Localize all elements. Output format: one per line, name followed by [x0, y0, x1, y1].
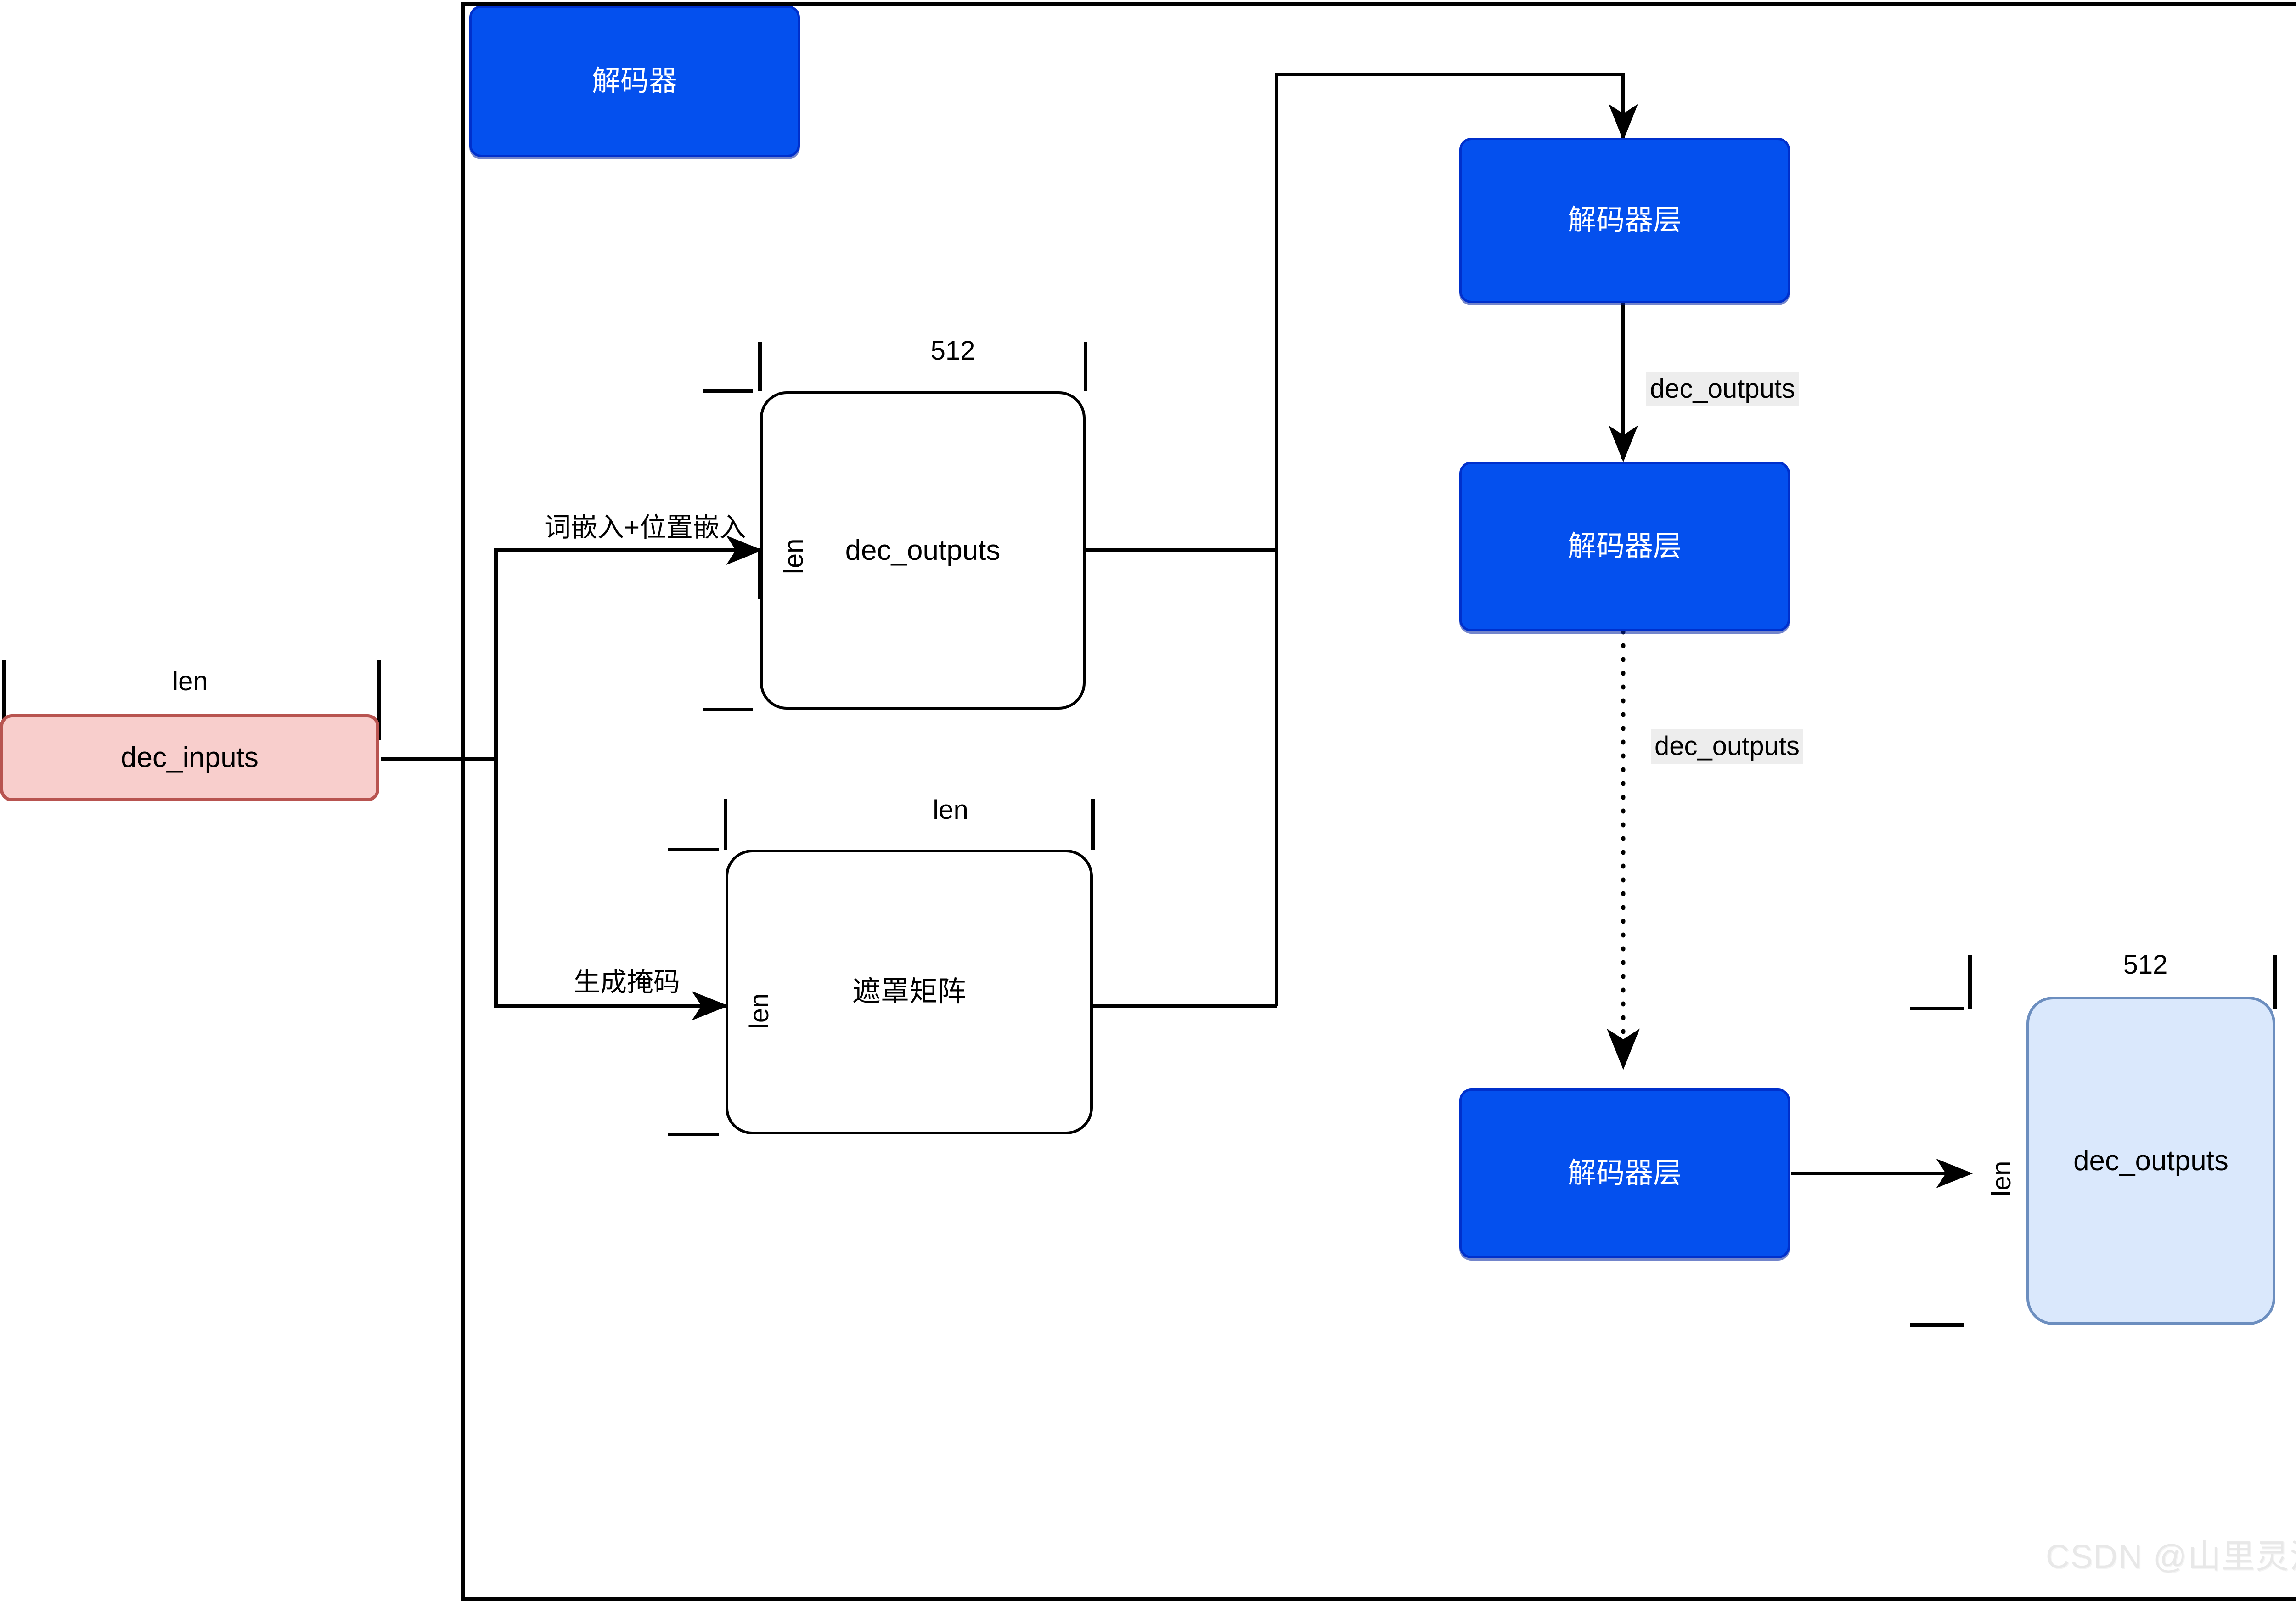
dim-label-embed-len: len — [779, 538, 809, 574]
dec-outputs-final-label: dec_outputs — [2073, 1144, 2228, 1177]
decoder-container-outline — [461, 2, 2296, 1601]
csdn-watermark: CSDN @山里灵活的狗 — [2046, 1539, 2296, 1575]
edge-mask-gen-arrow — [494, 759, 729, 1020]
dim-label-output-len: len — [1986, 1161, 2016, 1196]
decoder-layer-2-box[interactable]: 解码器层 — [1459, 462, 1790, 631]
decoder-title-label: 解码器 — [591, 65, 677, 97]
dim-label-mask-len-top: len — [933, 795, 968, 825]
edge-label-mask-gen: 生成掩码 — [573, 967, 681, 997]
edge-bus-to-layer1 — [1275, 73, 1638, 1006]
decoder-layer-n-box[interactable]: 解码器层 — [1459, 1088, 1790, 1258]
dec-inputs-label: dec_inputs — [121, 742, 259, 774]
decoder-title-box[interactable]: 解码器 — [469, 6, 800, 157]
dim-label-mask-len-left: len — [744, 993, 774, 1029]
edge-embedding-arrow — [494, 536, 763, 759]
decoder-layer-2-label: 解码器层 — [1567, 530, 1682, 563]
decoder-layer-1-label: 解码器层 — [1567, 204, 1682, 237]
dim-label-dec-inputs-len: len — [172, 666, 208, 696]
dec-outputs-final-box[interactable]: dec_outputs — [2026, 997, 2275, 1325]
edge-label-layer1-layer2: dec_outputs — [1646, 372, 1799, 406]
edge-label-embedding: 词嵌入+位置嵌入 — [544, 513, 746, 542]
mask-matrix-box[interactable]: 遮罩矩阵 — [726, 850, 1093, 1134]
edge-label-layer2-layern: dec_outputs — [1651, 729, 1804, 764]
mask-matrix-label: 遮罩矩阵 — [852, 976, 966, 1008]
dec-outputs-embed-label: dec_outputs — [845, 534, 1001, 566]
decoder-layer-n-label: 解码器层 — [1567, 1157, 1682, 1189]
dec-inputs-box[interactable]: dec_inputs — [0, 714, 379, 801]
dec-outputs-embed-box[interactable]: dec_outputs — [760, 391, 1086, 710]
dim-label-output-512: 512 — [2123, 950, 2168, 980]
dim-label-embed-512: 512 — [930, 336, 975, 366]
decoder-layer-1-box[interactable]: 解码器层 — [1459, 138, 1790, 303]
